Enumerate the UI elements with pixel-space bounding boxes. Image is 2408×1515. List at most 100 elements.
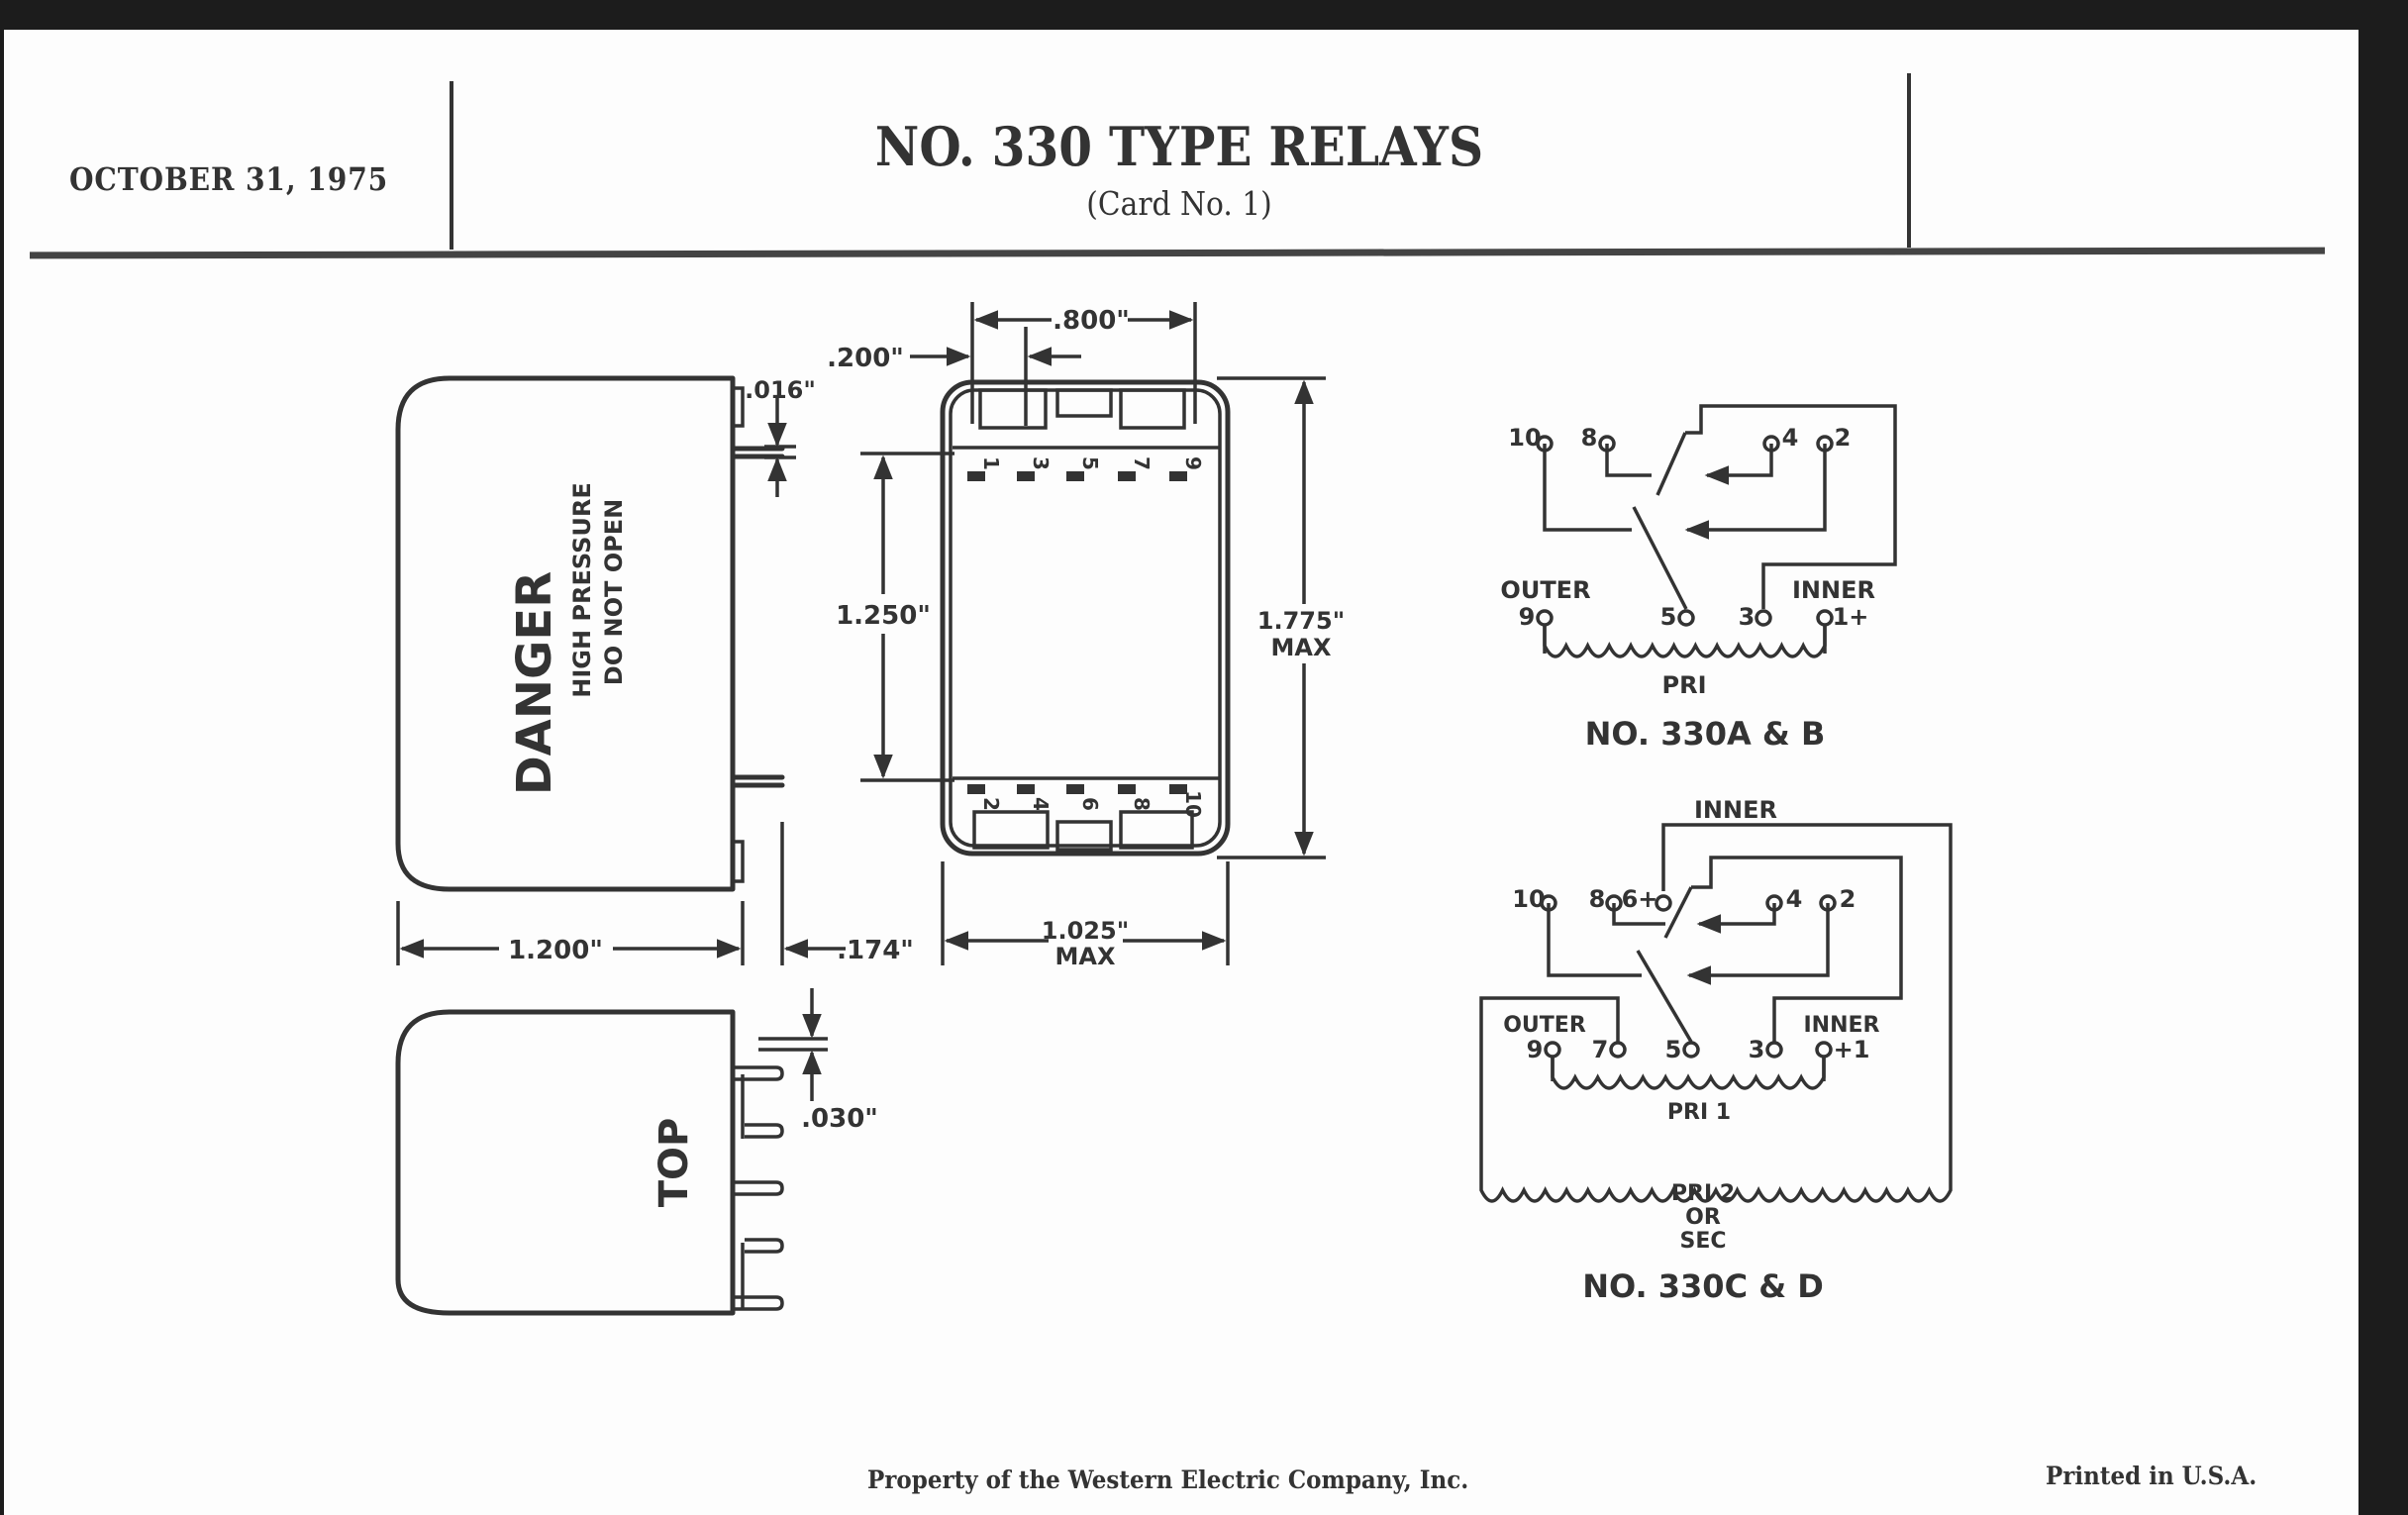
schematic-caption: NO. 330A & B [1585, 715, 1826, 753]
pin-pad [1066, 784, 1084, 794]
dim-row-spacing: 1.250" [836, 601, 931, 631]
terminal [1605, 894, 1623, 912]
top-view-body [395, 1009, 736, 1316]
front-tab [1055, 820, 1113, 852]
pin-pad [1066, 471, 1084, 481]
terminal-label: 5 [1665, 1036, 1682, 1063]
terminal [1765, 1041, 1783, 1059]
dim-front-width-note: MAX [1055, 943, 1116, 970]
terminal-label: 4 [1782, 424, 1799, 452]
schematic-caption: NO. 330C & D [1582, 1267, 1824, 1305]
pin-number: 3 [1029, 456, 1053, 470]
pin-pad [1118, 784, 1136, 794]
terminal [1544, 1041, 1561, 1059]
pin-number: 4 [1029, 797, 1053, 811]
dim-front-width: 1.025" [1042, 917, 1129, 945]
pin-number: 8 [1130, 797, 1154, 811]
page-title: NO. 330 TYPE RELAYS [874, 115, 1484, 178]
terminal-label: 9 [1519, 603, 1536, 631]
terminal-set [1540, 894, 1837, 1059]
terminal-label: 7 [1592, 1036, 1609, 1063]
do-not-open-label: DO NOT OPEN [600, 499, 628, 685]
side-tab [731, 840, 745, 883]
pri-coil [1543, 624, 1827, 658]
front-tab [1119, 388, 1186, 430]
inner-top-label: INNER [1694, 796, 1777, 824]
pri2-coil [1479, 1129, 1953, 1203]
pin-pad [1169, 784, 1187, 794]
terminal [1682, 1041, 1700, 1059]
terminal [1816, 609, 1834, 627]
pin-pad [967, 471, 985, 481]
terminal [1677, 609, 1695, 627]
winding1-label: PRI 1 [1667, 1100, 1731, 1125]
high-pressure-label: HIGH PRESSURE [568, 482, 596, 697]
header-divider [450, 81, 453, 250]
terminal-label: 3 [1749, 1036, 1765, 1063]
top-view-pin [735, 1180, 784, 1196]
terminal [1755, 609, 1772, 627]
terminal-label: 2 [1840, 885, 1856, 913]
dim-front-height: 1.775" [1257, 607, 1345, 635]
terminal-label: 8 [1581, 424, 1598, 452]
front-tab [1119, 810, 1194, 850]
terminal [1655, 894, 1672, 912]
dim-pin-width: .030" [801, 1104, 878, 1134]
terminal [1816, 435, 1834, 453]
dim-pin-offset: .200" [827, 344, 904, 373]
pin-number: 9 [1181, 456, 1205, 470]
dim-front-height-note: MAX [1271, 634, 1332, 661]
top-view-pin [745, 1123, 784, 1139]
pin-number: 10 [1181, 790, 1205, 818]
terminal-label: +1 [1834, 1036, 1870, 1063]
terminal [1819, 894, 1837, 912]
top-view-pin [745, 1238, 784, 1254]
top-view-pin [735, 1065, 784, 1081]
pin-pad [1118, 471, 1136, 481]
dim-pin-length: .174" [837, 936, 914, 965]
terminal [1762, 435, 1780, 453]
terminal-set [1536, 435, 1834, 627]
front-tab [978, 388, 1048, 430]
front-view-body [940, 379, 1231, 857]
inner-label: INNER [1804, 1013, 1880, 1038]
card-date: OCTOBER 31, 1975 [69, 160, 389, 198]
drawing-canvas: DANGER HIGH PRESSURE DO NOT OPEN .016" 1… [395, 302, 1953, 1316]
side-tab [731, 386, 745, 428]
pin-pad [1169, 471, 1187, 481]
schematic-330c-d: INNER 10 8 6+ 4 2 9 7 5 3 +1 OUTER INNER… [1479, 796, 1953, 1305]
terminal [1536, 435, 1554, 453]
terminal [1609, 1041, 1627, 1059]
footer-property: Property of the Western Electric Company… [867, 1465, 1469, 1494]
front-tab [972, 810, 1050, 850]
terminal [1598, 435, 1616, 453]
terminal-label: 3 [1739, 603, 1756, 631]
top-view: TOP .030" [395, 988, 878, 1316]
header-divider [1907, 73, 1911, 248]
winding-label: PRI [1662, 671, 1707, 699]
top-label: TOP [652, 1118, 697, 1208]
pin-pad [1017, 784, 1035, 794]
terminal [1815, 1041, 1833, 1059]
schematic-330a-b: 10 8 4 2 9 5 3 1+ OUTER INNER PRI NO. 33… [1500, 404, 1897, 753]
terminal [1765, 894, 1783, 912]
spec-card: OCTOBER 31, 1975 NO. 330 TYPE RELAYS (Ca… [4, 30, 2358, 1515]
terminal [1536, 609, 1554, 627]
winding2-label: OR [1685, 1205, 1721, 1230]
side-view: DANGER HIGH PRESSURE DO NOT OPEN .016" 1… [395, 375, 914, 965]
pri1-coil [1551, 1056, 1826, 1090]
terminal-label: 9 [1527, 1036, 1544, 1063]
terminal-label: 10 [1508, 424, 1541, 452]
dim-side-width: 1.200" [508, 936, 603, 965]
pin-number: 5 [1078, 456, 1102, 470]
dim-pin-thickness: .016" [745, 376, 816, 404]
page-subtitle: (Card No. 1) [1086, 184, 1272, 223]
terminal [1540, 894, 1557, 912]
winding2-label: SEC [1679, 1229, 1726, 1254]
pin-number: 1 [979, 456, 1003, 470]
front-tab [1055, 388, 1113, 418]
danger-label: DANGER [507, 571, 562, 795]
terminal-label: 6+ [1622, 885, 1658, 913]
